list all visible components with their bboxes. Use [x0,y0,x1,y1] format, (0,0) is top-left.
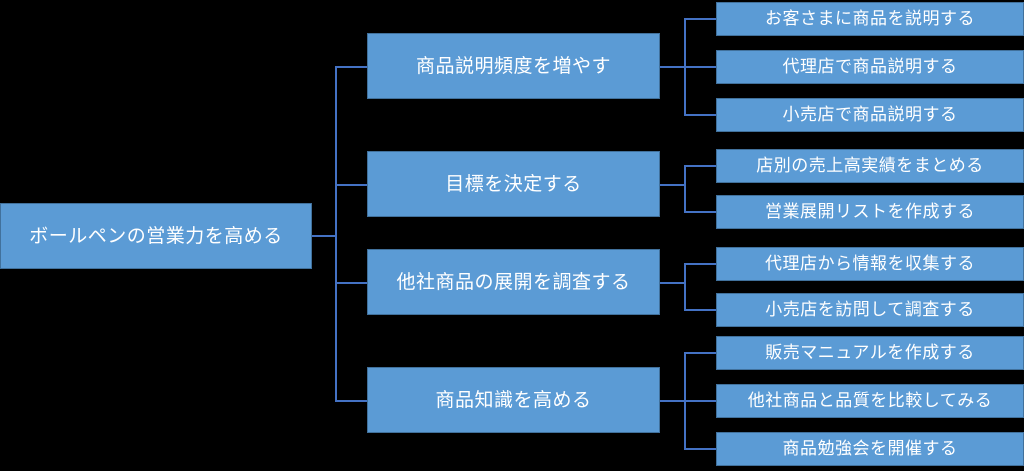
leaf-node-4-3[interactable]: 商品勉強会を開催する [716,432,1024,466]
branch-node-1[interactable]: 商品説明頻度を増やす [367,33,660,99]
branch-node-3[interactable]: 他社商品の展開を調査する [367,249,660,315]
connector-branch-1-child-3 [684,114,717,116]
leaf-node-3-2[interactable]: 小売店を訪問して調査する [716,293,1024,327]
connector-root-to-branch-1 [335,66,368,68]
connector-branch-2-child-1 [684,165,717,167]
branch-node-4[interactable]: 商品知識を高める [367,367,660,433]
leaf-node-4-1[interactable]: 販売マニュアルを作成する [716,336,1024,370]
connector-branch-1-stub [660,66,686,68]
branch-node-2[interactable]: 目標を決定する [367,151,660,217]
connector-branch-4-child-1 [684,352,717,354]
leaf-node-2-2[interactable]: 営業展開リストを作成する [716,195,1024,229]
connector-branch-2-child-2 [684,211,717,213]
connector-branch-1-child-1 [684,18,717,20]
connector-branch-3-child-2 [684,309,717,311]
connector-branch-4-child-2 [684,400,717,402]
connector-branch-2-spine [684,165,686,213]
connector-branch-2-stub [660,184,686,186]
connector-root-trunk [335,67,337,402]
connector-branch-4-child-3 [684,448,717,450]
connector-branch-3-child-1 [684,263,717,265]
root-node[interactable]: ボールペンの営業力を高める [0,203,312,269]
leaf-node-1-2[interactable]: 代理店で商品説明する [716,50,1024,84]
connector-branch-1-child-2 [684,66,717,68]
leaf-node-4-2[interactable]: 他社商品と品質を比較してみる [716,384,1024,418]
leaf-node-1-3[interactable]: 小売店で商品説明する [716,98,1024,132]
connector-root-to-branch-3 [335,282,368,284]
connector-root-to-branch-2 [335,184,368,186]
connector-branch-4-stub [660,400,686,402]
leaf-node-3-1[interactable]: 代理店から情報を収集する [716,247,1024,281]
connector-root-to-branch-4 [335,400,368,402]
connector-branch-3-spine [684,263,686,311]
leaf-node-2-1[interactable]: 店別の売上高実績をまとめる [716,149,1024,183]
leaf-node-1-1[interactable]: お客さまに商品を説明する [716,2,1024,36]
connector-root-stub [312,235,336,237]
connector-branch-3-stub [660,282,686,284]
